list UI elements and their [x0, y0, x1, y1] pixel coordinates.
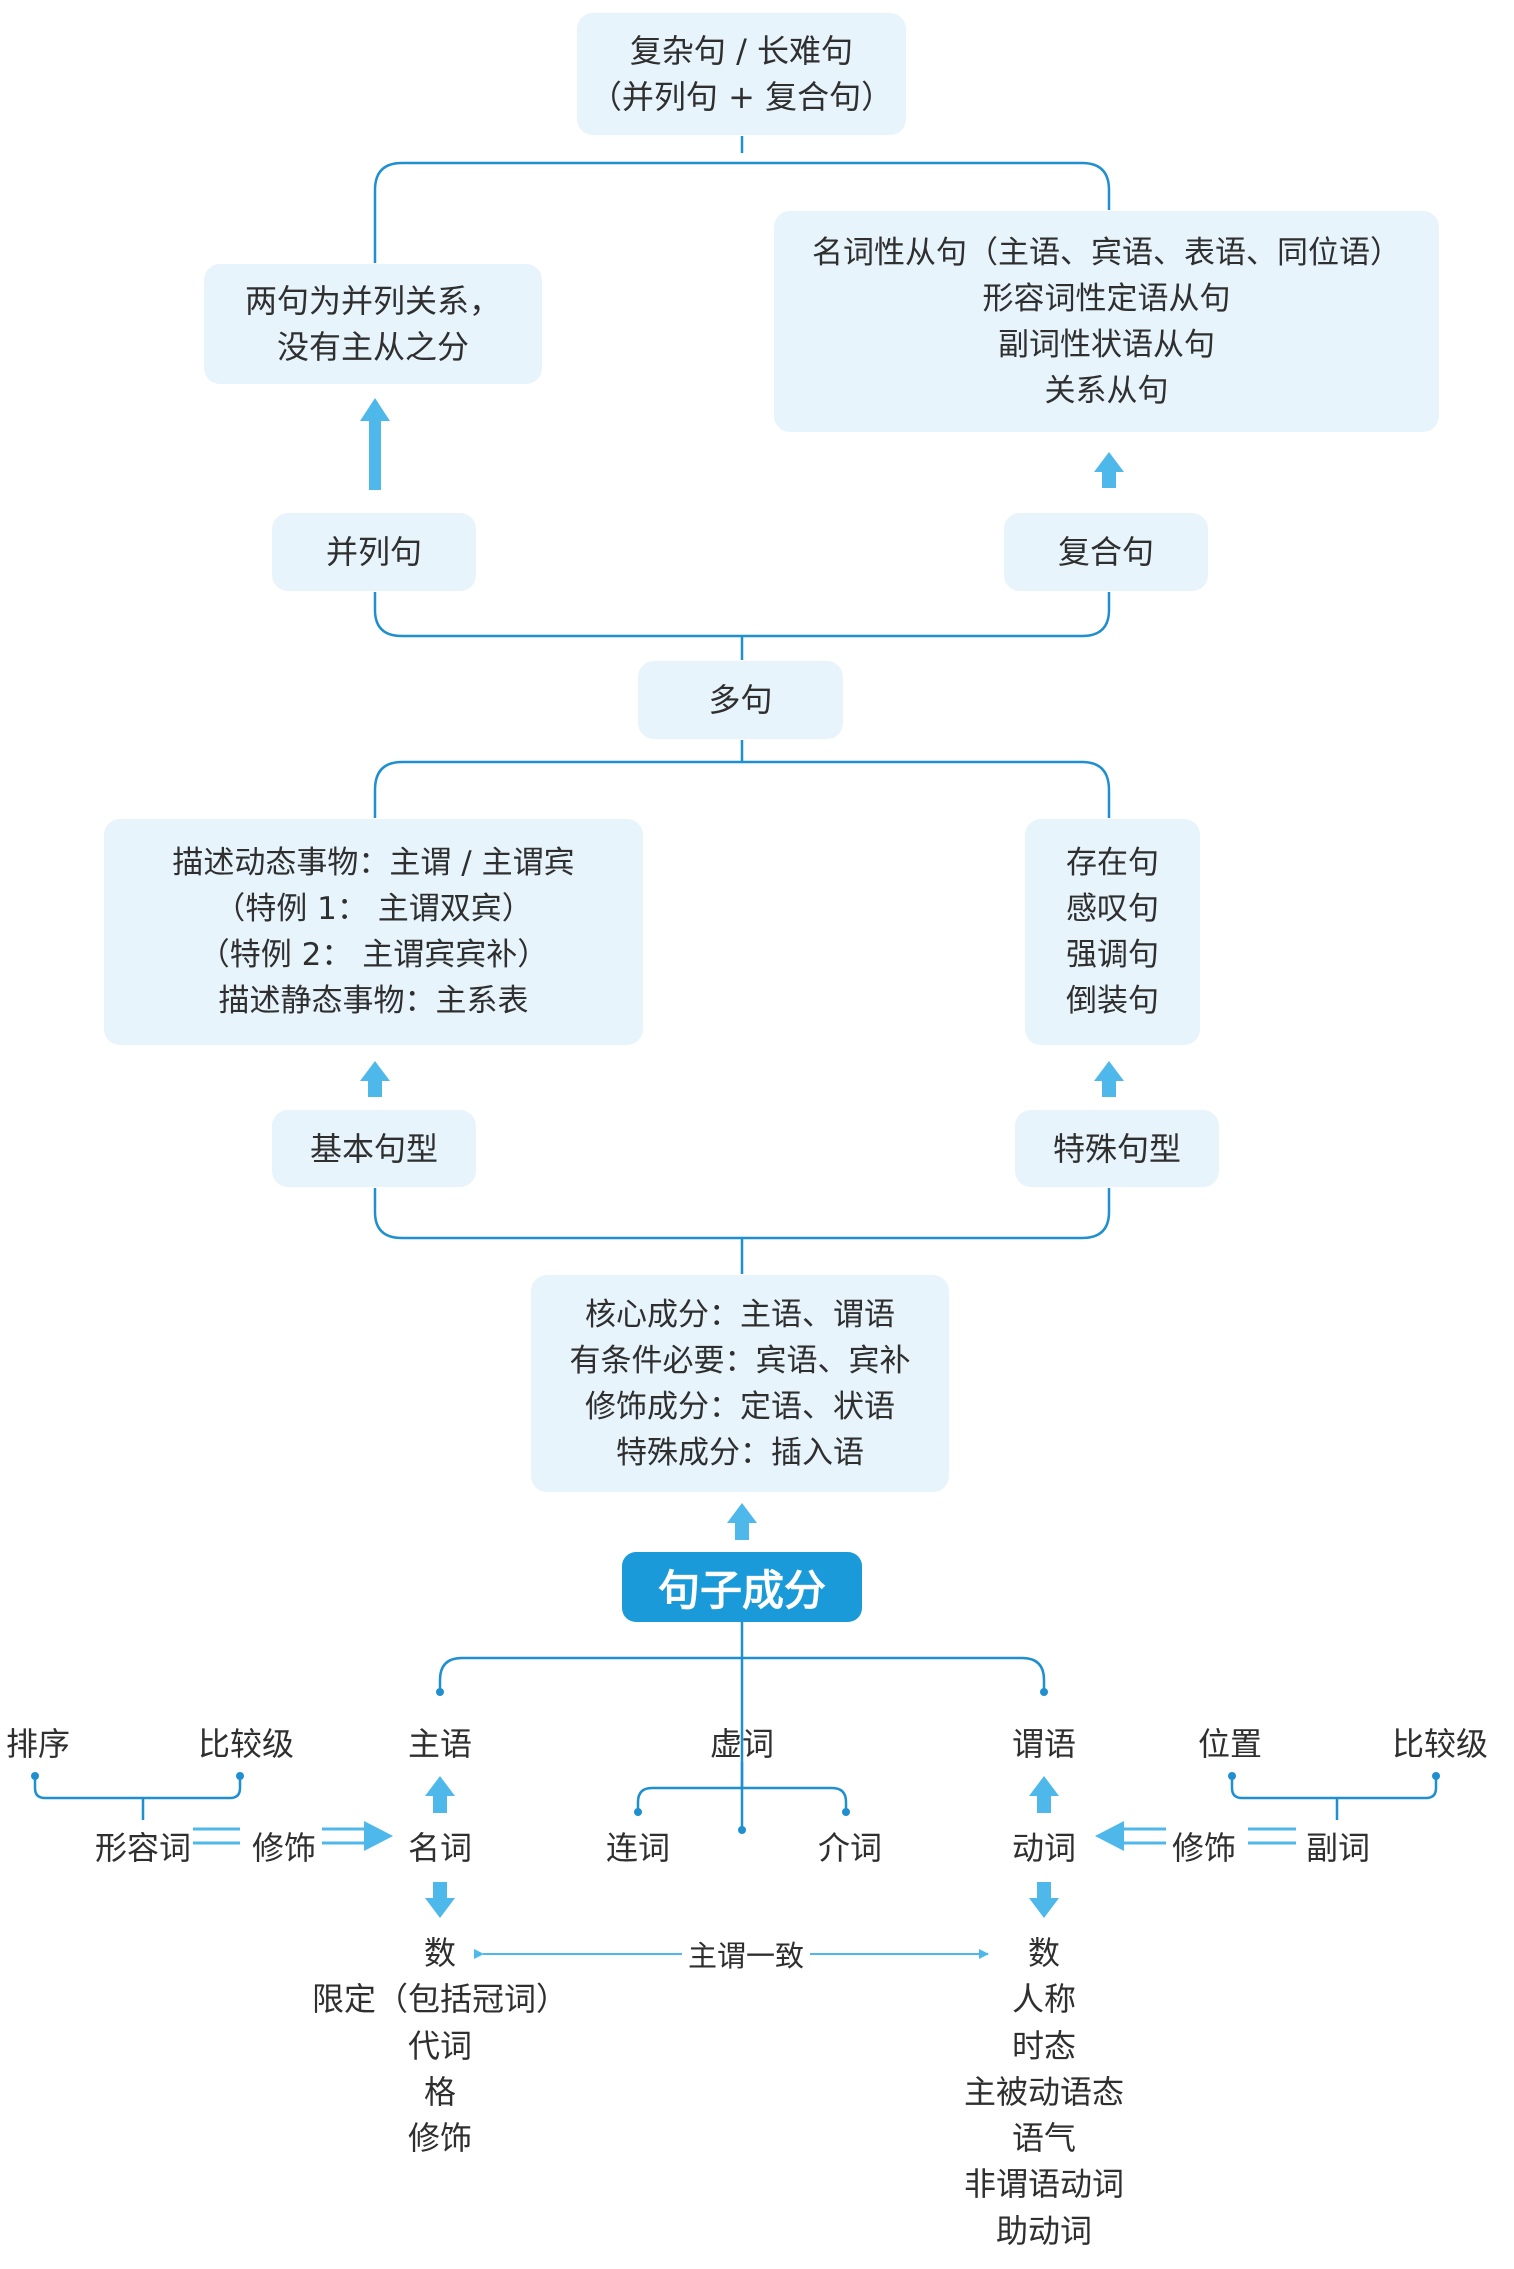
verb-feature: 主被动语态 — [963, 2072, 1125, 2111]
coordinate-sentence-box: 并列句 — [272, 513, 476, 591]
component-item: 核心成分：主语、谓语 — [585, 1296, 895, 1333]
verb-feature: 语气 — [1011, 2119, 1077, 2158]
components-box: 核心成分：主语、谓语 有条件必要：宾语、宾补 修饰成分：定语、状语 特殊成分：插… — [531, 1275, 949, 1492]
verb-feature: 助动词 — [995, 2211, 1093, 2250]
right-comparative-label: 比较级 — [1391, 1725, 1489, 1763]
complex-type-item: 副词性状语从句 — [998, 326, 1215, 363]
left-modify-label: 修饰 — [251, 1829, 317, 1867]
left-comparative-label: 比较级 — [197, 1725, 295, 1763]
noun-label: 名词 — [407, 1829, 473, 1867]
basic-desc-item: 描述静态事物：主系表 — [218, 983, 529, 1019]
noun-feature: 代词 — [407, 2026, 473, 2065]
basic-patterns-box: 基本句型 — [272, 1110, 476, 1187]
complex-sentence-box: 复合句 — [1004, 513, 1208, 591]
component-item: 特殊成分：插入语 — [616, 1434, 864, 1471]
verb-feature: 非谓语动词 — [963, 2165, 1125, 2204]
right-modify-label: 修饰 — [1171, 1829, 1237, 1867]
subject-label: 主语 — [407, 1725, 473, 1763]
basic-desc-item: （特例 1： 主谓双宾） — [214, 891, 533, 927]
top-line-1: 复杂句 / 长难句 — [629, 32, 854, 70]
noun-feature: 限定（包括冠词） — [311, 1980, 569, 2019]
order-label: 排序 — [5, 1725, 71, 1763]
special-patterns-box: 特殊句型 — [1015, 1110, 1219, 1187]
verb-feature: 数 — [1027, 1934, 1061, 1972]
coordinate-desc-line-2: 没有主从之分 — [276, 328, 469, 366]
basic-desc-item: （特例 2： 主谓宾宾补） — [198, 937, 549, 973]
complex-clause-types-box: 名词性从句（主语、宾语、表语、同位语） 形容词性定语从句 副词性状语从句 关系从… — [774, 211, 1439, 432]
basic-patterns-description-box: 描述动态事物：主谓 / 主谓宾 （特例 1： 主谓双宾） （特例 2： 主谓宾宾… — [104, 819, 643, 1045]
complex-type-item: 关系从句 — [1044, 372, 1169, 409]
subject-verb-agreement-label: 主谓一致 — [681, 1933, 811, 1975]
position-label: 位置 — [1197, 1725, 1263, 1763]
verb-feature: 时态 — [1011, 2026, 1077, 2065]
coordinate-description-box: 两句为并列关系， 没有主从之分 — [204, 264, 542, 384]
predicate-label: 谓语 — [1011, 1725, 1077, 1763]
component-item: 有条件必要：宾语、宾补 — [569, 1342, 911, 1379]
special-type-item: 倒装句 — [1066, 983, 1159, 1019]
top-line-2: （并列句 + 复合句） — [589, 78, 894, 116]
adverb-label: 副词 — [1305, 1829, 1371, 1867]
complex-type-item: 名词性从句（主语、宾语、表语、同位语） — [812, 234, 1401, 271]
noun-feature: 格 — [423, 2072, 457, 2111]
noun-feature: 数 — [423, 1934, 457, 1972]
top-box: 复杂句 / 长难句 （并列句 + 复合句） — [577, 13, 906, 135]
complex-type-item: 形容词性定语从句 — [982, 280, 1231, 317]
special-type-item: 感叹句 — [1066, 891, 1159, 927]
coordinate-desc-line-1: 两句为并列关系， — [244, 282, 501, 320]
central-title: 句子成分 — [622, 1552, 862, 1622]
function-word-label: 虚词 — [709, 1725, 775, 1763]
component-item: 修饰成分：定语、状语 — [585, 1388, 895, 1425]
verb-features-list: 数 人称 时态 主被动语态 语气 非谓语动词 助动词 — [964, 1930, 1124, 2254]
multi-sentence-box: 多句 — [638, 661, 843, 739]
special-type-item: 强调句 — [1066, 937, 1159, 973]
noun-features-list: 数 限定（包括冠词） 代词 格 修饰 — [312, 1930, 568, 2161]
basic-desc-item: 描述动态事物：主谓 / 主谓宾 — [172, 845, 575, 881]
verb-feature: 人称 — [1011, 1980, 1077, 2019]
special-type-item: 存在句 — [1066, 845, 1159, 881]
verb-label: 动词 — [1011, 1829, 1077, 1867]
preposition-label: 介词 — [817, 1829, 883, 1867]
special-sentence-types-box: 存在句 感叹句 强调句 倒装句 — [1025, 819, 1200, 1045]
adjective-label: 形容词 — [94, 1829, 192, 1867]
noun-feature: 修饰 — [407, 2119, 473, 2158]
conjunction-label: 连词 — [605, 1829, 671, 1867]
